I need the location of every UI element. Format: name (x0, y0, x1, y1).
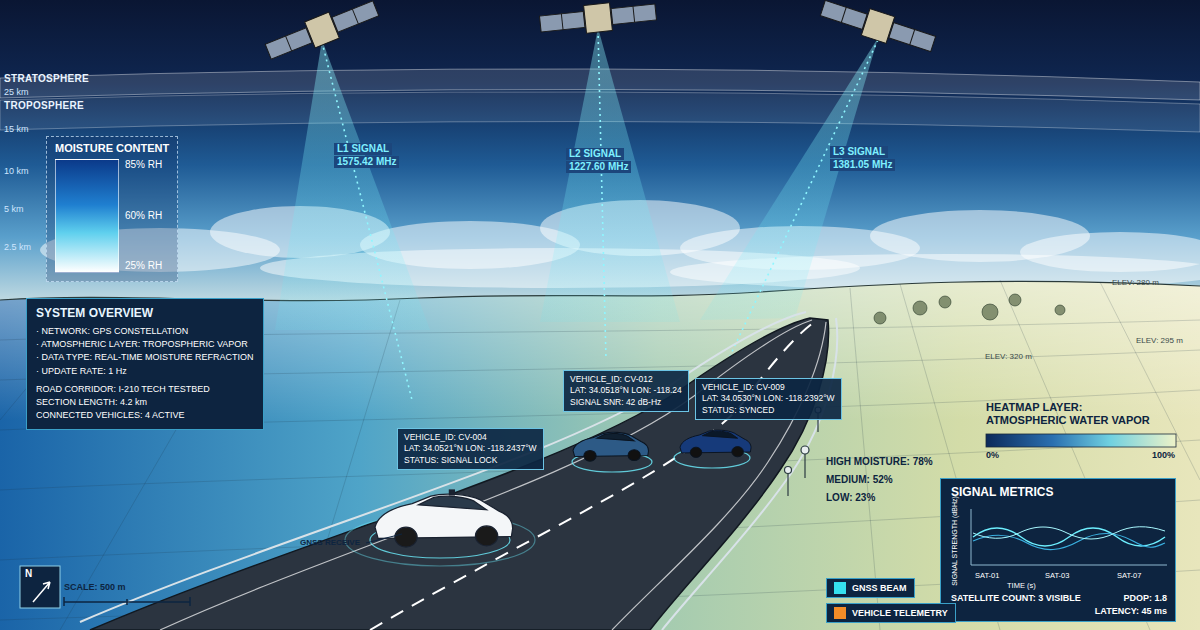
panel-text: STATUS: SIGNAL LOCK (404, 455, 537, 466)
annotation-label: ELEV: 280 m (1112, 278, 1159, 288)
moisture-panel: MOISTURE CONTENT 85% RH 60% RH 25% RH (46, 136, 178, 282)
legend-item: GNSS BEAM (826, 578, 915, 598)
panel-heading: MOISTURE CONTENT (55, 142, 169, 154)
moisture-scale-bar (55, 159, 119, 273)
legend-text: GNSS BEAM (852, 583, 907, 593)
metric-text: SAT-03 (1045, 571, 1069, 580)
panel-text: SECTION LENGTH: 4.2 km (36, 396, 254, 409)
panel-text: STATUS: SYNCED (702, 405, 835, 416)
vehicle-callout: VEHICLE_ID: CV-012LAT: 34.0518°N LON: -1… (563, 370, 689, 412)
panel-text: SIGNAL SNR: 42 dB-Hz (570, 397, 682, 408)
metrics-panel: SIGNAL METRICSSIGNAL STRENGTH (dBHz) SAT-… (940, 478, 1176, 622)
annotation-label: 1575.42 MHz (334, 156, 399, 168)
legend-swatch (834, 607, 846, 619)
annotation-label: 15 km (4, 124, 29, 135)
annotation-label: 0% (986, 450, 999, 461)
annotation-label: GNSS RECEIVE (300, 538, 360, 548)
metric-text: SATELLITE COUNT: 3 VISIBLE (951, 593, 1081, 604)
scale-value: 60% RH (125, 210, 162, 221)
panel-text: · ATMOSPHERIC LAYER: TROPOSPHERIC VAPOR (36, 338, 254, 351)
panel-text: LAT: 34.0521°N LON: -118.2437°W (404, 443, 537, 454)
annotation-label: 1227.60 MHz (566, 161, 631, 173)
annotation-label: L1 SIGNAL (334, 143, 392, 155)
panel-text: ROAD CORRIDOR: I-210 TECH TESTBED (36, 383, 254, 396)
metric-text: SAT-01 (975, 571, 999, 580)
panel-text: LAT: 34.0518°N LON: -118.24 (570, 385, 682, 396)
annotation-label: N (25, 568, 32, 580)
annotation-label: 5 km (4, 204, 24, 215)
annotation-label: LOW: 23% (826, 492, 875, 504)
scale-row: 85% RH 60% RH 25% RH (55, 159, 169, 273)
annotation-label: SCALE: 500 m (64, 582, 126, 593)
annotation-label: HIGH MOISTURE: 78% (826, 456, 933, 468)
scale-value: 85% RH (125, 159, 162, 170)
signal-chart (969, 507, 1169, 567)
annotation-label: L3 SIGNAL (830, 146, 888, 158)
panel-text: CONNECTED VEHICLES: 4 ACTIVE (36, 409, 254, 422)
vehicle-callout: VEHICLE_ID: CV-004LAT: 34.0521°N LON: -1… (397, 428, 544, 470)
scale-value: 25% RH (125, 260, 162, 271)
legend-text: VEHICLE TELEMETRY (852, 608, 948, 618)
panel-heading: SYSTEM OVERVIEW (36, 305, 254, 322)
panel-heading: SIGNAL METRICS (951, 485, 1053, 499)
panel-text: · NETWORK: GPS CONSTELLATION (36, 325, 254, 338)
panel-text: · DATA TYPE: REAL-TIME MOISTURE REFRACTI… (36, 351, 254, 364)
legend-swatch (834, 582, 846, 594)
scale-labels: 85% RH 60% RH 25% RH (125, 159, 162, 271)
overview-panel: SYSTEM OVERVIEW · NETWORK: GPS CONSTELLAT… (26, 298, 264, 430)
metric-text: LATENCY: 45 ms (1095, 606, 1167, 617)
annotation-label: L2 SIGNAL (566, 148, 624, 160)
panel-heading: VEHICLE_ID: CV-009 (702, 382, 835, 393)
annotation-label: 1381.05 MHz (830, 159, 895, 171)
annotation-label: 25 km (4, 87, 29, 98)
annotation-label: 2.5 km (4, 242, 31, 253)
panel-heading: VEHICLE_ID: CV-004 (404, 432, 537, 443)
annotation-label: TROPOSPHERE (4, 100, 84, 112)
annotation-label: MEDIUM: 52% (826, 474, 893, 486)
annotation-label: STRATOSPHERE (4, 73, 89, 85)
legend-item: VEHICLE TELEMETRY (826, 603, 956, 623)
panel-text: · UPDATE RATE: 1 Hz (36, 365, 254, 378)
panel-heading: VEHICLE_ID: CV-012 (570, 374, 682, 385)
metric-text: SAT-07 (1117, 571, 1141, 580)
annotation-label: HEATMAP LAYER: ATMOSPHERIC WATER VAPOR (986, 401, 1158, 427)
annotation-label: ELEV: 295 m (1136, 336, 1183, 346)
metric-text: TIME (s) (1007, 581, 1036, 590)
panel-text: LAT: 34.0530°N LON: -118.2392°W (702, 393, 835, 404)
annotation-label: 100% (1152, 450, 1175, 461)
vehicle-callout: VEHICLE_ID: CV-009LAT: 34.0530°N LON: -1… (695, 378, 842, 420)
metric-text: SIGNAL STRENGTH (dBHz) (950, 491, 960, 591)
metric-text: PDOP: 1.8 (1123, 593, 1167, 604)
annotation-label: ELEV: 320 m (985, 352, 1032, 362)
annotation-label: 10 km (4, 166, 29, 177)
